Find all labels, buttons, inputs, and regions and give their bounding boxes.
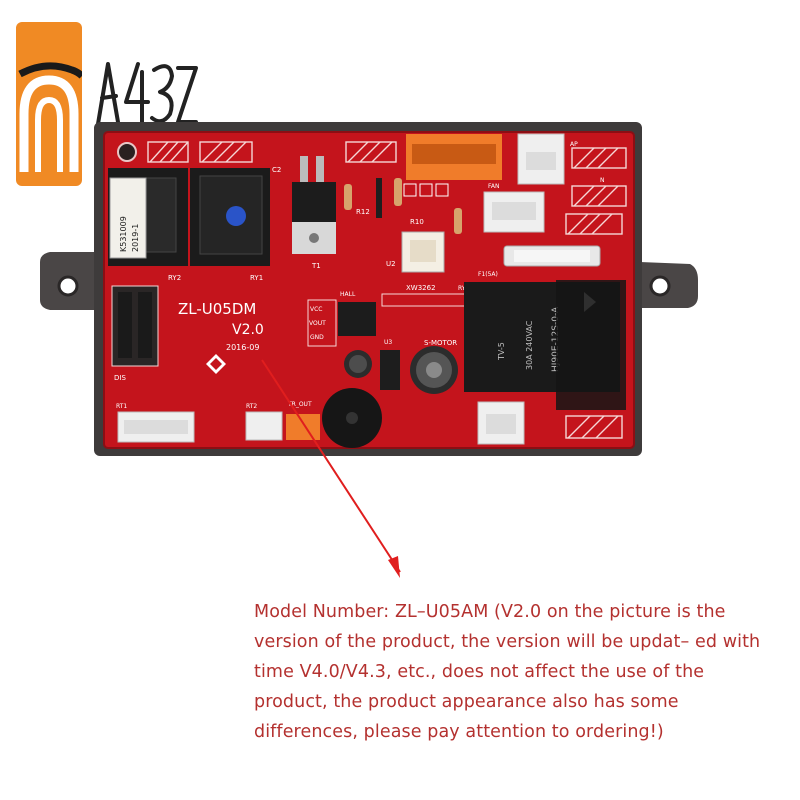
label-hall: HALL	[340, 291, 356, 298]
board-version-label: V2.0	[232, 322, 264, 338]
buzzer	[322, 388, 382, 448]
connector-tr-out	[477, 401, 525, 445]
capacitor-c5	[410, 346, 458, 394]
board-date-label: 2016-09	[226, 343, 259, 352]
label-ap: AP	[570, 141, 578, 148]
connector-dis	[117, 411, 195, 443]
regulator-u3	[380, 350, 400, 390]
label-f1: F1(5A)	[478, 271, 498, 278]
connector-ap	[517, 133, 565, 185]
label-c5: S-MOTOR	[424, 339, 457, 347]
label-vcc: VCC	[310, 306, 322, 313]
sticker-line1: K531009	[119, 216, 128, 252]
label-r10: R10	[410, 218, 424, 226]
label-rt1: RT2	[246, 403, 257, 410]
label-u3: U3	[384, 339, 392, 346]
label-r12: R12	[356, 208, 370, 216]
label-c2: C2	[272, 166, 281, 174]
label-xw3262: XW3262	[406, 284, 436, 292]
capacitor-small	[344, 350, 372, 378]
label-vout: VOUT	[309, 320, 326, 327]
logo-badge	[16, 22, 82, 186]
connector-rt1	[245, 411, 283, 441]
connector-labels	[403, 183, 449, 197]
connector-fan	[483, 191, 545, 233]
relay-text-3: TV-5	[497, 342, 506, 361]
board-model-label: ZL-U05DM	[178, 300, 256, 318]
brand-logo-lettering	[96, 62, 198, 128]
board-logo-icon	[206, 354, 226, 374]
resistors	[344, 178, 462, 234]
label-fan: FAN	[488, 183, 500, 190]
power-connector	[406, 134, 502, 180]
relay-text-2: 30A 240VAC	[525, 320, 534, 370]
label-gnd: GND	[310, 334, 324, 341]
relay-ry1	[190, 168, 270, 266]
label-n: N	[600, 177, 605, 184]
hall-sensor-header	[307, 299, 376, 347]
pcb-board-photo: K531009 2019-1 RY2 RY1 C2 T1 R12 R10 F	[40, 122, 698, 456]
label-u2: U2	[386, 260, 396, 268]
black-clip	[556, 280, 626, 410]
label-rt2: TR_OUT	[287, 401, 312, 408]
fuse-f1	[503, 245, 601, 267]
label-t1: T1	[311, 262, 321, 270]
date-sticker: K531009 2019-1	[109, 177, 147, 259]
mounting-tab-left	[40, 252, 100, 310]
optocoupler-u2	[401, 231, 445, 273]
model-number-note: Model Number: ZL–U05AM (V2.0 on the pict…	[254, 602, 761, 742]
label-dis: RT1	[116, 403, 127, 410]
label-s-motor: DIS	[114, 374, 126, 382]
solder-pads-top	[147, 141, 627, 439]
mounting-tab-right	[640, 262, 698, 308]
label-ry3: RY3	[458, 285, 469, 292]
label-ry2: RY2	[168, 274, 181, 282]
label-ry1: RY1	[250, 274, 263, 282]
voltage-regulator-t1	[292, 156, 336, 254]
sticker-line2: 2019-1	[131, 224, 140, 252]
connector-rt2	[286, 414, 320, 440]
s-motor-connector	[111, 285, 159, 367]
